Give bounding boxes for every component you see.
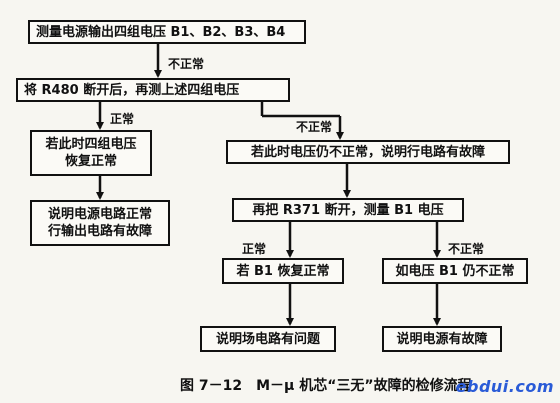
node-hout-fault-line2: 行输出电路有故障: [47, 224, 152, 239]
node-measure-voltages: 测量电源输出四组电压 B1、B2、B3、B4: [28, 20, 306, 44]
label-normal-1: 正常: [110, 112, 135, 126]
node-hout-fault: 说明电源电路正常 行输出电路有故障: [30, 200, 170, 246]
node-power-fault: 说明电源有故障: [382, 326, 502, 352]
node-four-voltages-normal-line2: 恢复正常: [64, 154, 117, 169]
label-abnormal-3: 不正常: [448, 242, 485, 256]
label-normal-2: 正常: [242, 242, 267, 256]
node-four-voltages-normal: 若此时四组电压 恢复正常: [30, 130, 152, 176]
node-disconnect-r371: 再把 R371 断开，测量 B1 电压: [232, 198, 464, 222]
node-field-circuit-issue: 说明场电路有问题: [200, 326, 336, 352]
node-hout-fault-line1: 说明电源电路正常: [47, 207, 152, 222]
node-four-voltages-normal-line1: 若此时四组电压: [45, 137, 137, 152]
watermark: ebdui.com: [455, 377, 554, 396]
figure-caption: 图 7－12 M－μ 机芯“三无”故障的检修流程: [180, 378, 472, 394]
label-abnormal-2: 不正常: [296, 120, 333, 134]
node-still-abnormal: 若此时电压仍不正常，说明行电路有故障: [226, 140, 510, 164]
label-abnormal-1: 不正常: [168, 57, 205, 71]
node-b1-normal: 若 B1 恢复正常: [222, 258, 344, 284]
node-b1-abnormal: 如电压 B1 仍不正常: [382, 258, 528, 284]
node-disconnect-r480: 将 R480 断开后，再测上述四组电压: [16, 78, 290, 102]
